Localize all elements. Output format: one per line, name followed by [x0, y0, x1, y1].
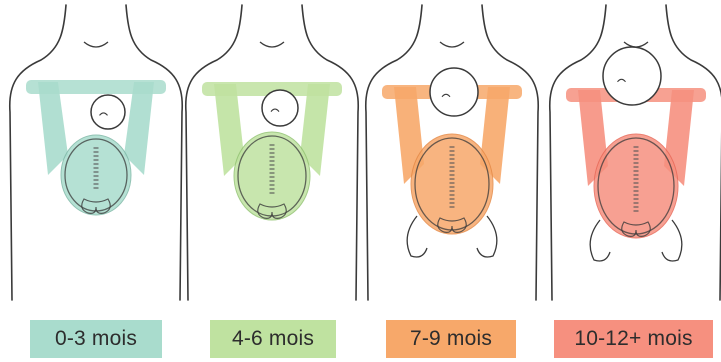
baby-head: [262, 90, 298, 126]
baby-left-leg: [407, 216, 427, 257]
baby-head: [91, 95, 125, 129]
baby-right-leg: [662, 220, 682, 261]
shoulder-band: [26, 80, 166, 94]
stage-label-10-12: 10-12+ mois: [554, 320, 713, 358]
stage-label-0-3: 0-3 mois: [30, 320, 162, 358]
carrier-figure-1: [186, 5, 358, 300]
baby-left-leg: [590, 220, 610, 261]
baby-head: [603, 47, 661, 105]
carrier-figure-2: [366, 5, 538, 300]
neckline: [624, 42, 648, 47]
neckline: [260, 42, 284, 47]
baby-head: [430, 68, 478, 116]
stage-label-7-9: 7-9 mois: [386, 320, 516, 358]
neckline: [440, 42, 464, 47]
carrier-figure-0: [10, 5, 182, 300]
carrier-figure-3: [550, 5, 721, 300]
stage-label-4-6: 4-6 mois: [210, 320, 336, 358]
neckline: [84, 42, 108, 47]
baby-right-leg: [477, 216, 497, 257]
